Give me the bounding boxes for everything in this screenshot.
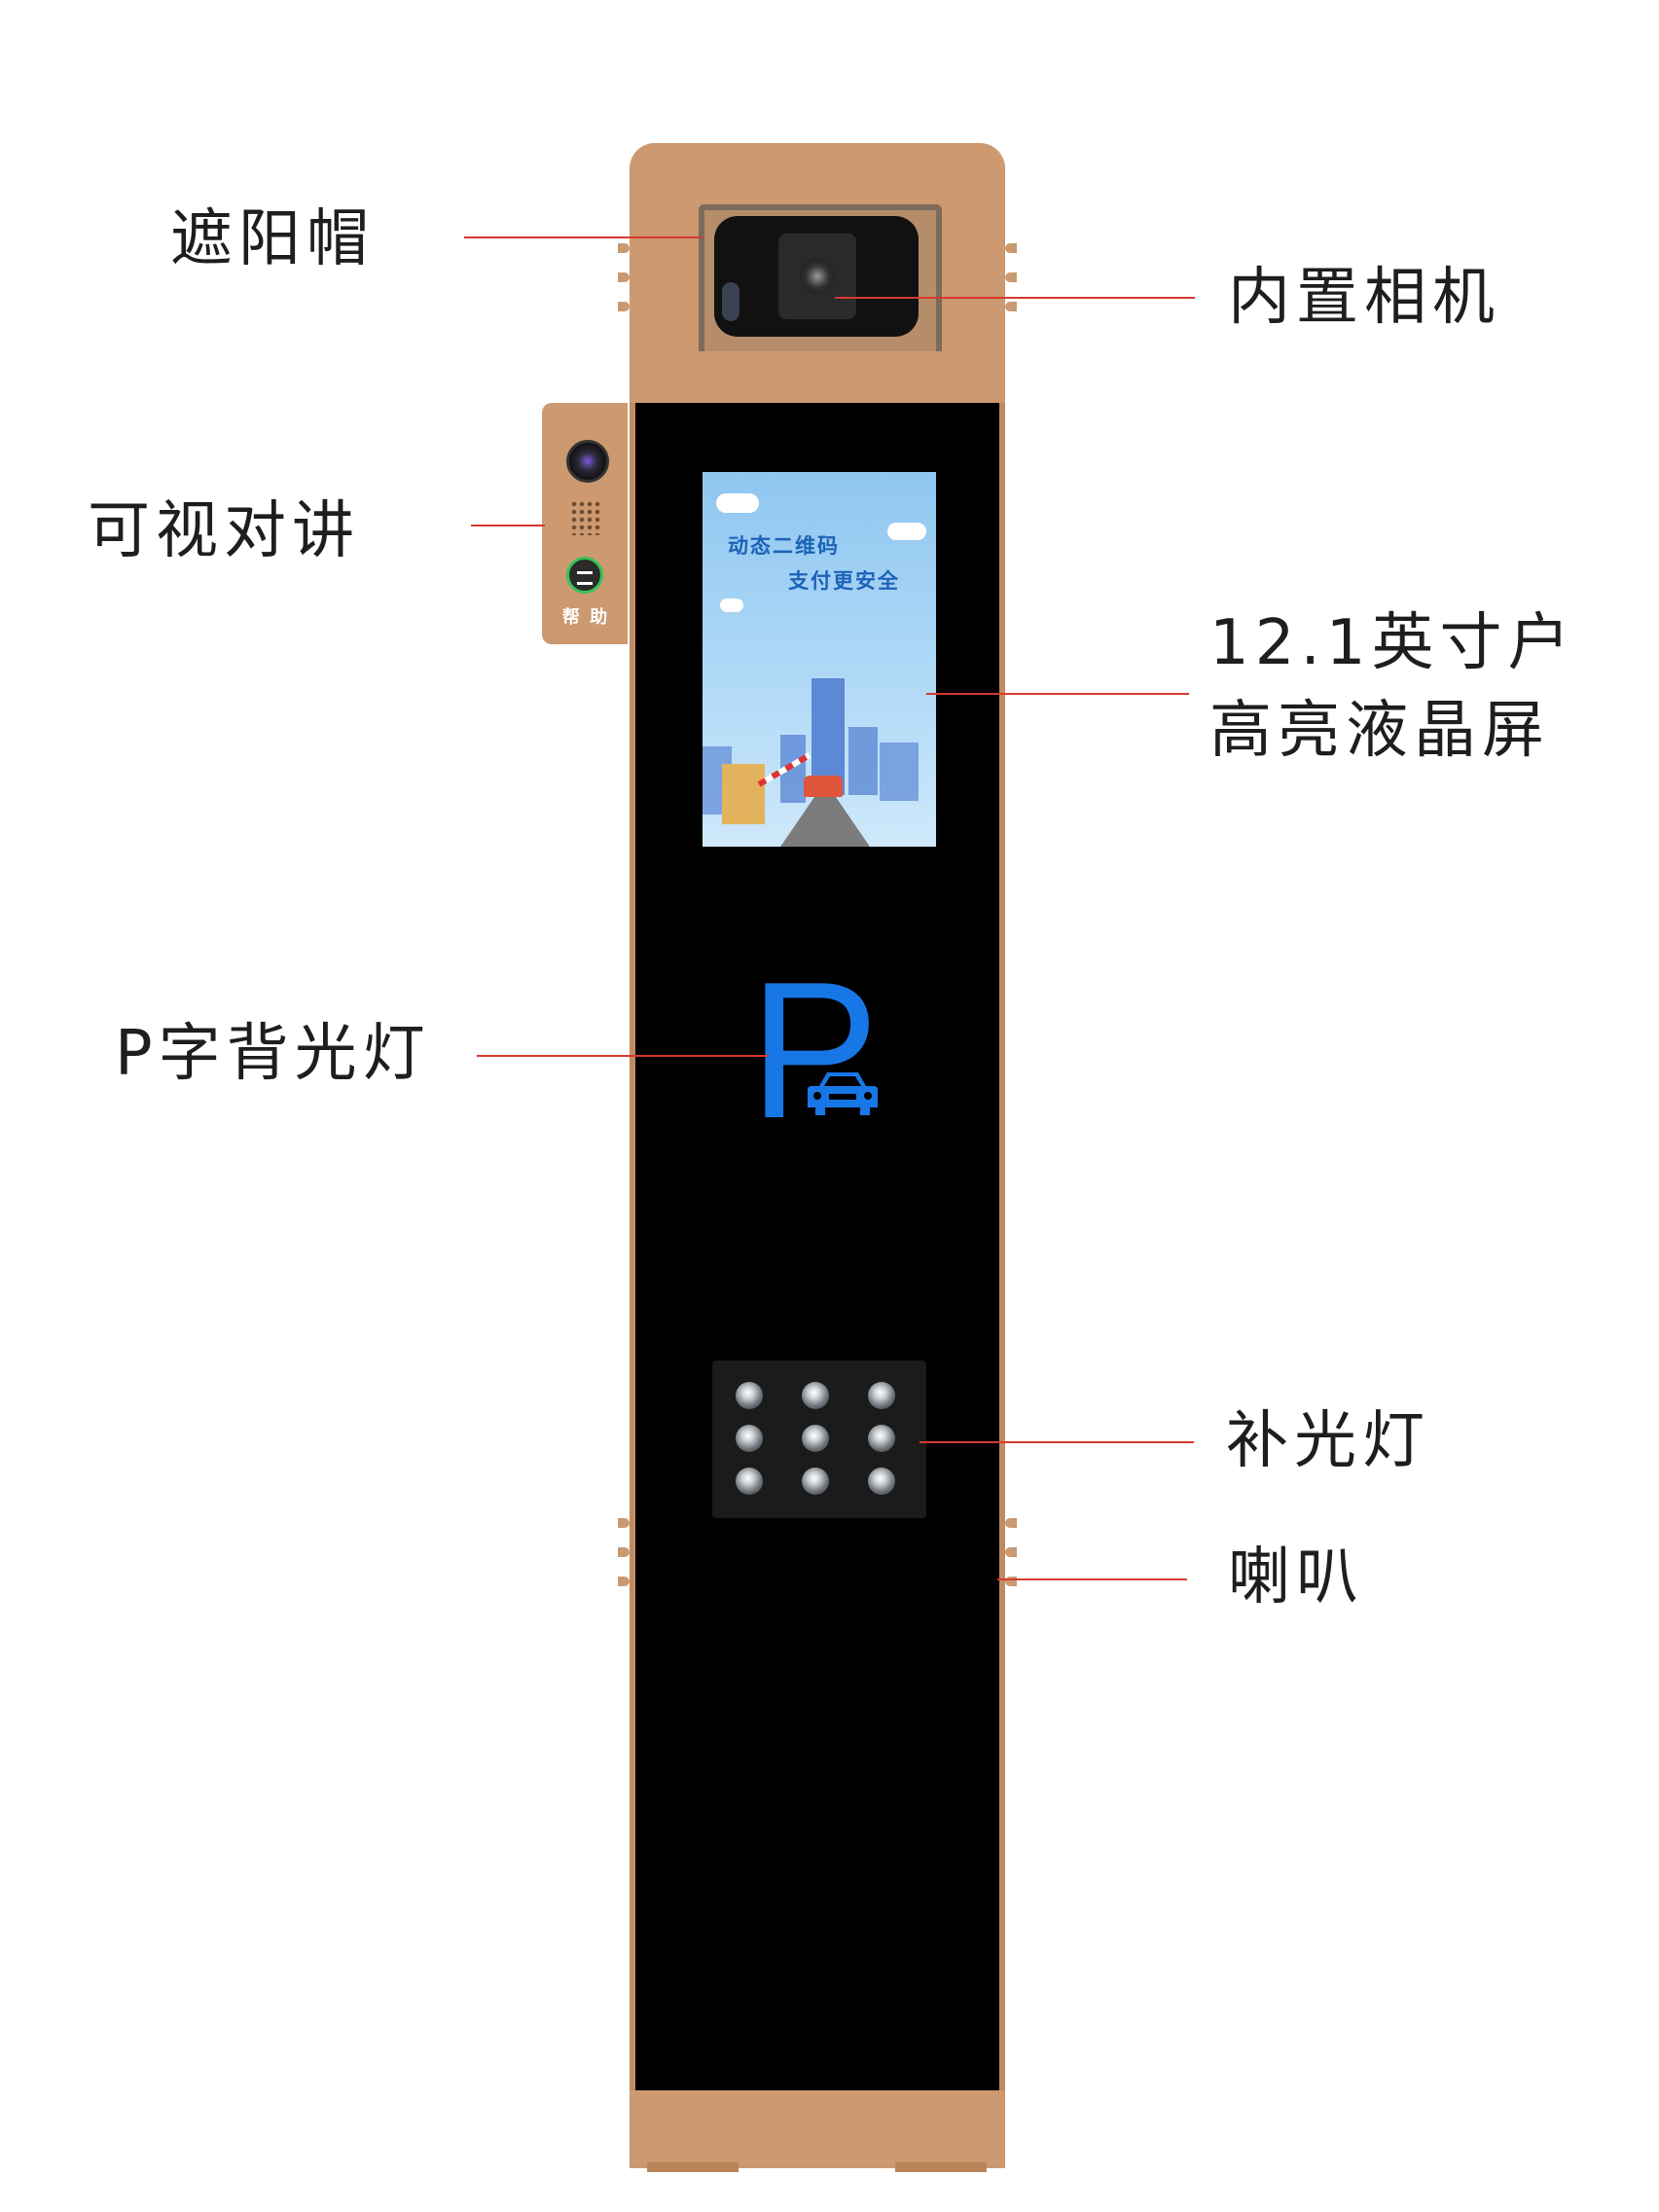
vent-notch <box>1005 302 1017 311</box>
led-icon <box>802 1468 829 1495</box>
leader-intercom <box>471 525 545 526</box>
leader-p-backlight <box>477 1055 769 1057</box>
callout-screen-line-1: 12.1英寸户 <box>1209 607 1576 679</box>
vent-notch <box>1005 243 1017 253</box>
leader-sunshade <box>464 236 703 238</box>
p-backlight-letter: P <box>749 942 880 1159</box>
car-illustration <box>804 776 843 797</box>
speaker-notch <box>1005 1577 1017 1586</box>
led-icon <box>802 1382 829 1409</box>
led-icon <box>868 1382 895 1409</box>
leader-fill-light <box>920 1441 1194 1443</box>
led-icon <box>802 1425 829 1452</box>
lcd-screen: 动态二维码 支付更安全 <box>703 472 936 847</box>
vent-notch <box>618 302 630 311</box>
toll-booth-illustration <box>722 764 765 824</box>
kiosk-left-edge <box>630 403 635 2092</box>
cloud-icon <box>720 598 743 612</box>
camera-badge <box>722 282 739 321</box>
car-icon <box>808 1072 878 1115</box>
callout-screen-line-2: 高亮液晶屏 <box>1209 695 1550 767</box>
kiosk-foot-right <box>895 2162 987 2172</box>
callout-intercom: 可视对讲 <box>88 495 360 567</box>
speaker-notch <box>1005 1547 1017 1557</box>
led-icon <box>736 1468 763 1495</box>
callout-sunshade: 遮阳帽 <box>170 203 375 275</box>
vent-notch <box>1005 272 1017 282</box>
lcd-line-2: 支付更安全 <box>788 569 900 593</box>
vent-notch <box>618 243 630 253</box>
help-button[interactable] <box>566 557 603 594</box>
led-icon <box>736 1382 763 1409</box>
kiosk-base <box>630 2090 1005 2168</box>
cloud-icon <box>887 523 926 540</box>
led-icon <box>868 1468 895 1495</box>
intercom-speaker-grille <box>570 500 601 535</box>
led-icon <box>736 1425 763 1452</box>
led-icon <box>868 1425 895 1452</box>
building-icon <box>880 743 919 801</box>
cloud-icon <box>716 493 759 513</box>
leader-screen <box>926 693 1189 695</box>
intercom-camera-icon <box>566 440 609 483</box>
callout-fill-light: 补光灯 <box>1226 1405 1430 1477</box>
speaker-notch <box>1005 1518 1017 1528</box>
callout-p-backlight: P字背光灯 <box>115 1018 431 1090</box>
kiosk-right-edge <box>999 403 1005 2092</box>
help-label: 帮 助 <box>561 607 610 628</box>
camera-window <box>714 216 919 337</box>
speaker-notch <box>618 1547 630 1557</box>
lcd-line-1: 动态二维码 <box>728 534 840 558</box>
leader-speaker <box>997 1578 1187 1580</box>
camera-lens-icon <box>778 234 856 319</box>
callout-speaker: 喇叭 <box>1228 1541 1364 1614</box>
vent-notch <box>618 272 630 282</box>
kiosk-foot-left <box>647 2162 739 2172</box>
leader-camera <box>835 297 1195 299</box>
speaker-notch <box>618 1518 630 1528</box>
speaker-notch <box>618 1577 630 1586</box>
fill-light-panel <box>712 1360 926 1518</box>
callout-camera: 内置相机 <box>1228 262 1500 334</box>
